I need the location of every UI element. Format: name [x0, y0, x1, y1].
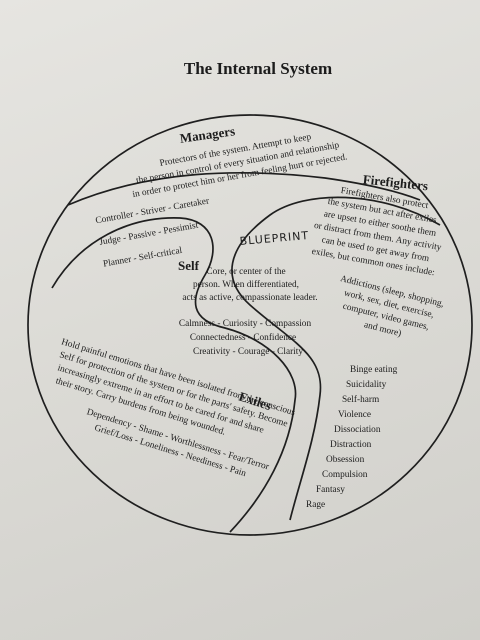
page-title: The Internal System	[184, 59, 332, 78]
firefighters-heading: Firefighters	[362, 172, 429, 194]
firefighters-behavior-item: Compulsion	[322, 470, 368, 480]
firefighters-addictions: Addictions (sleep, shopping, work, sex, …	[339, 273, 445, 339]
outer-circle	[27, 114, 473, 536]
self-quality-line: Calmness - Curiosity - Compassion	[179, 319, 312, 329]
self-description: Core, or center of the person. When diff…	[182, 266, 317, 303]
firefighters-behaviors: Binge eating Suicidality Self-harm Viole…	[306, 365, 398, 510]
managers-role-line: Judge - Passive - Pessimist	[99, 221, 200, 248]
firefighters-behavior-item: Rage	[306, 500, 325, 510]
self-description-line: Core, or center of the	[206, 266, 285, 277]
self-exiles-divider-curve	[51, 217, 297, 533]
self-description-line: person. When differentiated,	[193, 279, 299, 290]
firefighters-divider-curve	[231, 196, 441, 521]
firefighters-behavior-item: Distraction	[330, 440, 372, 450]
firefighters-behavior-item: Self-harm	[342, 394, 380, 405]
managers-roles: Controller - Striver - Caretaker Judge -…	[95, 196, 211, 270]
firefighters-behavior-item: Dissociation	[334, 425, 381, 435]
self-quality-line: Creativity - Courage - Clarity	[193, 347, 303, 357]
self-description-line: acts as active, compassionate leader.	[182, 293, 317, 303]
managers-description: Protectors of the system. Attempt to kee…	[132, 131, 348, 200]
firefighters-behavior-item: Fantasy	[316, 485, 345, 495]
firefighters-behavior-item: Violence	[338, 410, 371, 420]
blueprint-handwritten-note: BLUEPRINT	[239, 229, 309, 248]
managers-divider-curve	[67, 171, 421, 206]
firefighters-behavior-item: Obsession	[326, 455, 365, 465]
self-quality-line: Connectedness - Confidence	[190, 332, 296, 343]
firefighters-behavior-item: Suicidality	[346, 380, 387, 390]
managers-role-line: Planner - Self-critical	[102, 245, 183, 270]
self-qualities: Calmness - Curiosity - Compassion Connec…	[179, 319, 312, 357]
self-heading: Self	[178, 258, 200, 273]
firefighters-description: Firefighters also protect the system but…	[311, 185, 443, 278]
managers-heading: Managers	[179, 123, 236, 146]
firefighters-behavior-item: Binge eating	[350, 365, 398, 375]
